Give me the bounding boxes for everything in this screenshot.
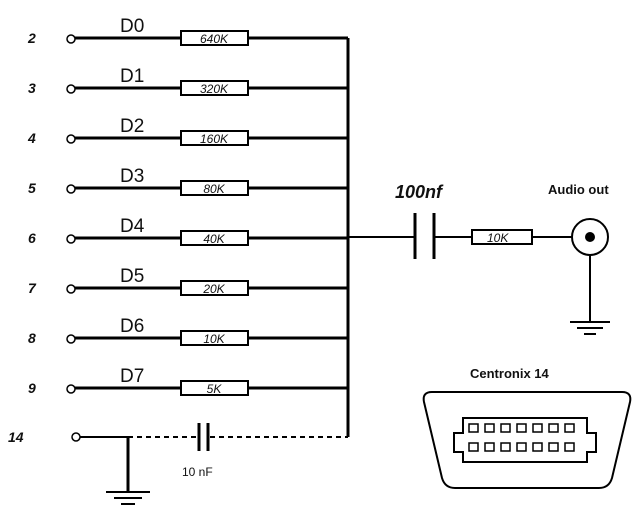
data-line-label: D5	[120, 266, 144, 287]
data-line-label: D6	[120, 316, 144, 337]
resistor-value: 20K	[202, 282, 225, 296]
connector-pin	[516, 423, 527, 433]
output-capacitor-value: 100nf	[395, 182, 444, 202]
audio-jack-center	[585, 232, 595, 242]
connector-pin	[532, 423, 543, 433]
pin-terminal	[66, 134, 76, 144]
input-row: 9 D7 5K	[28, 366, 348, 396]
input-row: 6 D4 40K	[28, 216, 348, 246]
pin-number: 7	[28, 280, 37, 296]
pin-terminal	[71, 432, 81, 442]
input-rows: 2 D0 640K 3 D1 320K 4 D2 160K 5 D3 80K 6 D4 40K 7 D5 20K 8…	[27, 16, 348, 396]
pin-number: 9	[28, 380, 36, 396]
input-row: 8 D6 10K	[28, 316, 348, 346]
connector-pin	[484, 423, 495, 433]
data-line-label: D0	[120, 16, 144, 37]
ground-symbol	[106, 491, 150, 505]
capacitor-value: 10 nF	[182, 465, 213, 479]
pin-terminal	[66, 184, 76, 194]
audio-out-label: Audio out	[548, 182, 609, 197]
pin-number: 8	[28, 330, 36, 346]
pin-number: 3	[28, 80, 36, 96]
data-line-label: D3	[120, 166, 144, 187]
pin-number: 2	[27, 30, 36, 46]
ground-symbol	[570, 321, 610, 335]
pin-number: 6	[28, 230, 36, 246]
pin-number: 5	[28, 180, 36, 196]
resistor-value: 10K	[203, 332, 225, 346]
input-row: 4 D2 160K	[27, 116, 348, 146]
connector-pin	[468, 423, 479, 433]
resistor-value: 160K	[200, 132, 229, 146]
pin-terminal	[66, 334, 76, 344]
connector-pin	[548, 442, 559, 452]
resistor-value: 640K	[200, 32, 229, 46]
connector-pins	[468, 423, 575, 452]
data-line-label: D4	[120, 216, 145, 237]
connector-pin	[548, 423, 559, 433]
connector-pin	[516, 442, 527, 452]
input-row: 5 D3 80K	[28, 166, 348, 196]
resistor-value: 40K	[203, 232, 225, 246]
pin-number: 14	[8, 429, 24, 445]
pin-terminal	[66, 234, 76, 244]
pin-terminal	[66, 284, 76, 294]
centronix-connector: Centronix 14	[422, 366, 632, 489]
connector-pin	[500, 423, 511, 433]
resistor-value: 5K	[207, 382, 223, 396]
connector-pin	[484, 442, 495, 452]
connector-pin	[564, 423, 575, 433]
pin-number: 4	[27, 130, 36, 146]
resistor-value: 80K	[203, 182, 225, 196]
connector-label: Centronix 14	[470, 366, 550, 381]
pin-terminal	[66, 34, 76, 44]
ground-pin-row: 14 10 nF	[8, 423, 348, 505]
input-row: 7 D5 20K	[28, 266, 348, 296]
connector-pin	[532, 442, 543, 452]
output-resistor-value: 10K	[487, 231, 509, 245]
data-line-label: D2	[120, 116, 144, 137]
resistor-value: 320K	[200, 82, 229, 96]
connector-pin	[500, 442, 511, 452]
connector-pin	[468, 442, 479, 452]
connector-pin	[564, 442, 575, 452]
pin-terminal	[66, 84, 76, 94]
data-line-label: D1	[120, 66, 144, 87]
input-row: 3 D1 320K	[28, 66, 348, 96]
data-line-label: D7	[120, 366, 144, 387]
pin-terminal	[66, 384, 76, 394]
input-row: 2 D0 640K	[27, 16, 348, 46]
output-section: 100nf 10K Audio out	[348, 182, 610, 335]
